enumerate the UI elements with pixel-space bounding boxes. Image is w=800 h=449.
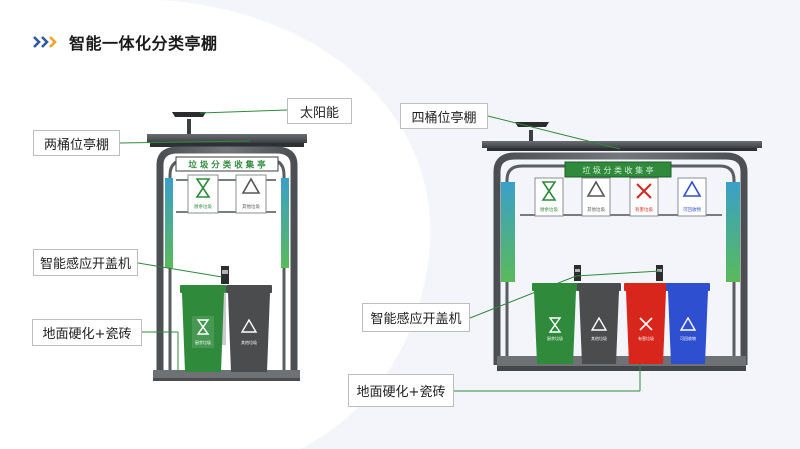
leader-lines bbox=[119, 109, 661, 392]
label-ground-right: 地面硬化+瓷砖 bbox=[348, 374, 454, 407]
svg-text:可回收物: 可回收物 bbox=[680, 335, 696, 341]
side-ad-panel bbox=[726, 182, 740, 282]
panel-kitchen bbox=[187, 174, 219, 214]
label-solar: 太阳能 bbox=[287, 98, 352, 124]
svg-text:其他垃圾: 其他垃圾 bbox=[591, 335, 607, 341]
recycle-icon bbox=[586, 180, 606, 197]
label-sensor-lid-left: 智能感应开盖机 bbox=[33, 249, 138, 276]
left-kiosk: 垃 圾 分 类 收 集 亭 厨余垃圾 其他垃圾 bbox=[147, 112, 307, 381]
panel-hazardous bbox=[629, 177, 659, 217]
bin-green: 厨余垃圾 bbox=[532, 283, 578, 364]
svg-text:其他垃圾: 其他垃圾 bbox=[241, 339, 257, 345]
hourglass-icon bbox=[195, 178, 211, 198]
hourglass-icon bbox=[541, 181, 557, 201]
panel-recyclable bbox=[677, 177, 707, 217]
recycle-icon bbox=[679, 316, 697, 331]
bin-green: 厨余垃圾 bbox=[180, 285, 226, 372]
svg-text:有害垃圾: 有害垃圾 bbox=[638, 335, 654, 341]
solar-panel-icon bbox=[515, 122, 549, 143]
right-kiosk: 垃 圾 分 类 收 集 亭 厨余垃圾 其他垃圾 有害垃圾 可回收物 bbox=[482, 122, 762, 371]
arch-frame bbox=[493, 152, 748, 365]
floor-base bbox=[497, 356, 746, 367]
bin-red: 有害垃圾 bbox=[624, 283, 668, 364]
panel-kitchen bbox=[534, 177, 564, 217]
panel-other bbox=[581, 177, 611, 217]
side-ad-panel bbox=[501, 182, 515, 282]
sign-banner bbox=[175, 156, 279, 172]
label-two-bin-kiosk: 两桶位亭棚 bbox=[33, 130, 120, 156]
svg-text:其他垃圾: 其他垃圾 bbox=[242, 203, 260, 210]
chevron-arrows-icon bbox=[33, 36, 57, 48]
bin-blue: 可回收物 bbox=[666, 283, 710, 364]
label-sensor-lid-right: 智能感应开盖机 bbox=[362, 303, 470, 332]
label-ground-left: 地面硬化+瓷砖 bbox=[32, 319, 142, 346]
label-four-bin-kiosk: 四桶位亭棚 bbox=[400, 103, 488, 129]
roof bbox=[482, 141, 762, 148]
panel-other bbox=[235, 174, 267, 214]
recycle-icon bbox=[240, 318, 258, 333]
hourglass-icon bbox=[548, 317, 562, 333]
svg-text:厨余垃圾: 厨余垃圾 bbox=[540, 206, 558, 213]
sign-banner bbox=[564, 161, 672, 178]
recycle-icon bbox=[682, 180, 702, 197]
recycle-icon bbox=[241, 177, 261, 194]
side-ad-panel bbox=[165, 178, 173, 268]
hourglass-icon bbox=[196, 319, 210, 335]
floor-base bbox=[153, 370, 300, 379]
roof bbox=[147, 134, 307, 143]
svg-text:可回收物: 可回收物 bbox=[683, 206, 701, 213]
svg-text:其他垃圾: 其他垃圾 bbox=[587, 206, 605, 213]
page-title: 智能一体化分类亭棚 bbox=[69, 34, 218, 53]
arch-frame bbox=[156, 146, 298, 380]
bin-gray: 其他垃圾 bbox=[226, 285, 272, 372]
svg-text:厨余垃圾: 厨余垃圾 bbox=[547, 335, 563, 341]
svg-text:厨余垃圾: 厨余垃圾 bbox=[195, 339, 211, 345]
sensor-lid-unit bbox=[574, 265, 663, 281]
bin-gray: 其他垃圾 bbox=[577, 283, 621, 364]
recycle-icon bbox=[590, 316, 608, 331]
cross-icon bbox=[636, 183, 652, 199]
sign-text: 垃 圾 分 类 收 集 亭 bbox=[188, 160, 266, 171]
sign-text: 垃 圾 分 类 收 集 亭 bbox=[582, 165, 653, 175]
svg-text:有害垃圾: 有害垃圾 bbox=[635, 206, 653, 213]
slide-header: 智能一体化分类亭棚 bbox=[33, 30, 218, 54]
svg-text:厨余垃圾: 厨余垃圾 bbox=[194, 203, 212, 210]
solar-panel-icon bbox=[172, 112, 206, 135]
side-ad-panel bbox=[281, 178, 289, 268]
